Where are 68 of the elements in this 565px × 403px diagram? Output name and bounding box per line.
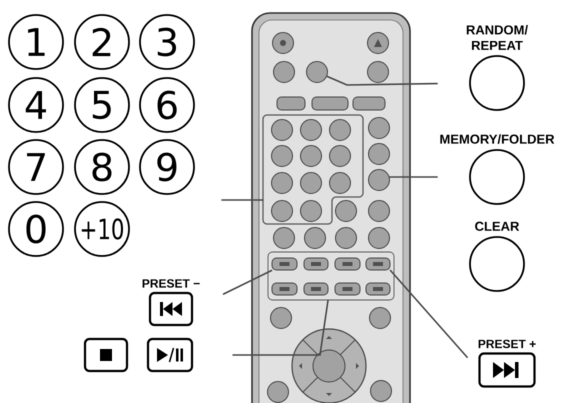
remote-button: [366, 258, 390, 270]
remote-button: [367, 61, 389, 83]
remote-button: [300, 119, 322, 141]
remote-button: [267, 381, 289, 403]
node-label: MEMORY/FOLDER: [440, 134, 554, 144]
remote-button: [366, 282, 390, 296]
remote-button: [368, 200, 390, 222]
remote-button: [271, 200, 293, 222]
remote-button: [368, 117, 390, 139]
remote-button: [368, 227, 390, 249]
round-button: CLEAR: [469, 222, 525, 292]
remote-button: [369, 307, 391, 329]
remote-button: [300, 200, 322, 222]
leader-line: [232, 300, 329, 356]
leader-line: [390, 270, 468, 358]
remote-button: [334, 282, 360, 296]
remote-button: [306, 61, 328, 83]
number-button: 7: [8, 139, 64, 195]
remote-button: [272, 258, 298, 270]
remote-button: [329, 172, 351, 194]
remote-button: [352, 96, 386, 110]
remote-button: [270, 307, 292, 329]
number-button: +10: [74, 201, 130, 257]
skip-back-button: PRESET −: [142, 279, 200, 326]
remote-button: [271, 119, 293, 141]
number-button: 3: [139, 14, 195, 70]
remote-button: [334, 258, 360, 270]
number-button: 8: [74, 139, 130, 195]
leader-line: [222, 270, 272, 295]
remote-button: [370, 380, 392, 402]
remote-button: [304, 227, 326, 249]
number-button: 4: [8, 77, 64, 133]
remote-button: [335, 200, 357, 222]
remote-button: [271, 172, 293, 194]
button-panel: [268, 252, 394, 300]
remote-button: [300, 172, 322, 194]
remote-button: [335, 227, 357, 249]
keypad-outline: [262, 114, 364, 225]
number-button: 5: [74, 77, 130, 133]
round-button: MEMORY/FOLDER: [440, 134, 554, 205]
number-button: 0: [8, 201, 64, 257]
round-button: RANDOM/ REPEAT: [466, 24, 528, 111]
remote-button: [273, 61, 295, 83]
leader-line: [389, 176, 438, 178]
remote-button: [367, 32, 389, 54]
remote-button: [273, 227, 295, 249]
remote-button: [304, 258, 328, 270]
node-label: RANDOM/ REPEAT: [466, 24, 528, 50]
direction-pad: [291, 328, 367, 403]
remote-button: [312, 96, 348, 110]
remote-button: [368, 169, 390, 191]
remote-button: [329, 145, 351, 167]
number-button: 9: [139, 139, 195, 195]
remote-button: [272, 282, 298, 296]
remote-button: [276, 96, 306, 110]
remote-button: [304, 282, 328, 296]
leader-line: [221, 199, 264, 201]
remote-button: [368, 143, 390, 165]
remote-button: [300, 145, 322, 167]
remote-button: [329, 119, 351, 141]
number-button: 6: [139, 77, 195, 133]
number-button: 1: [8, 14, 64, 70]
skip-forward-button: PRESET +: [478, 340, 536, 388]
remote-button: [272, 32, 294, 54]
node-label: CLEAR: [475, 222, 520, 231]
number-button: 2: [74, 14, 130, 70]
leader-line: [326, 76, 438, 86]
remote-button: [271, 145, 293, 167]
